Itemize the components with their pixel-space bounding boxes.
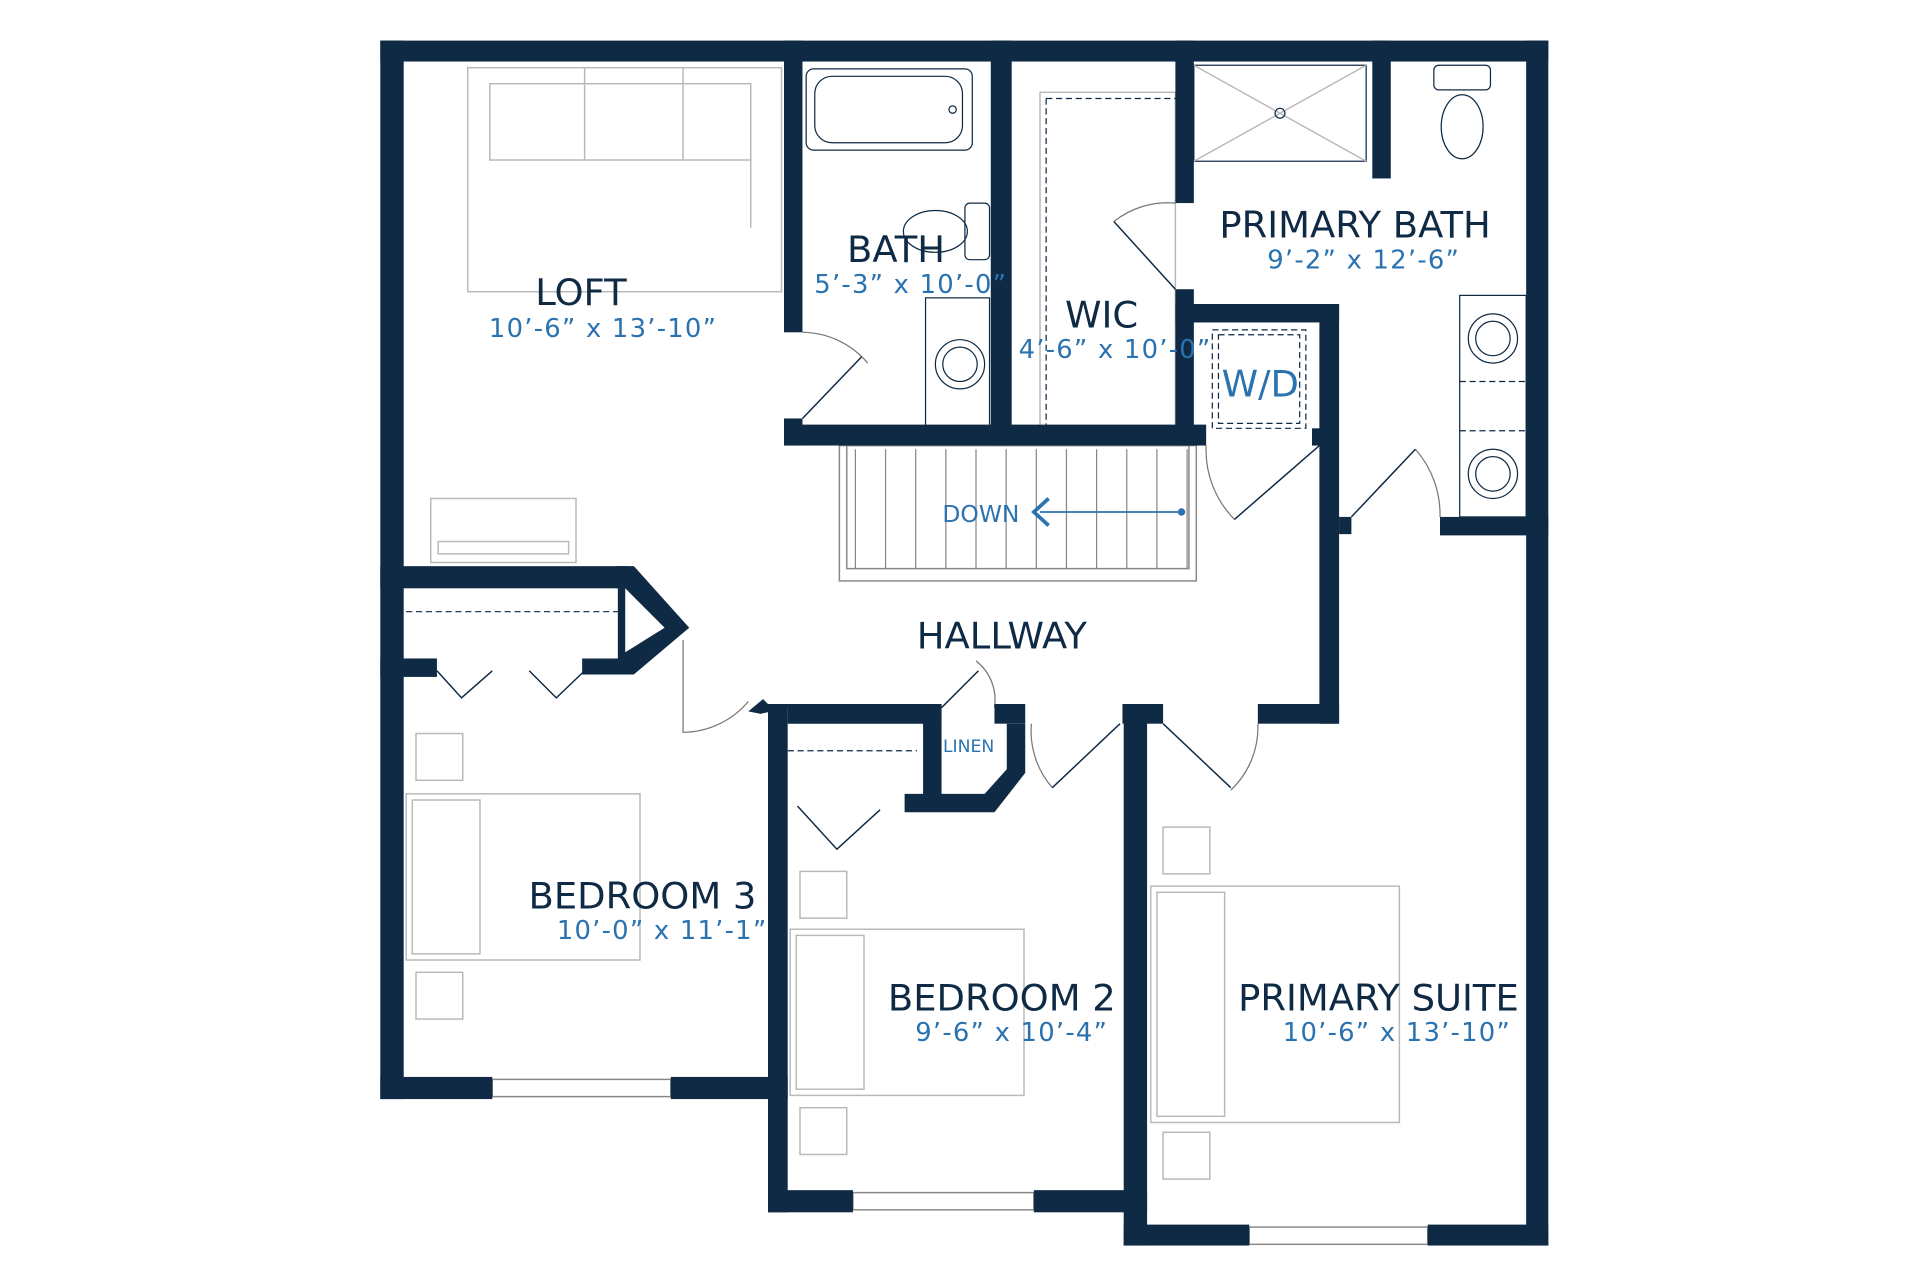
primary-suite-name: PRIMARY SUITE [1238,976,1519,1019]
hallway-name: HALLWAY [917,615,1088,658]
bedroom2-name: BEDROOM 2 [888,976,1116,1019]
wd-label: W/D [1222,362,1299,405]
bedroom3-size: 10’-0” x 11’-1” [557,916,768,946]
closet-rods [406,611,917,752]
bedroom2-bed [789,870,1025,1156]
loft-sectional-sofa [466,66,783,293]
stairs-down-label: DOWN [942,500,1019,528]
bathtub-icon [805,68,973,151]
wic-size: 4’-6” x 10’-0” [1019,335,1212,365]
bedroom3-name: BEDROOM 3 [529,874,757,917]
bedroom3-bed [405,732,641,1020]
double-vanity-icon [1459,294,1527,518]
primary-suite-size: 10’-6” x 13’-10” [1283,1018,1511,1048]
bedroom2-size: 9’-6” x 10’-4” [915,1018,1108,1048]
wic-name: WIC [1065,293,1138,336]
doors [436,202,1441,851]
stairs-down-arrow [1031,497,1186,527]
primary-suite-bed [1150,826,1401,1180]
shower-icon [1193,64,1367,162]
loft-console-table [430,497,577,564]
windows [491,1078,1429,1246]
primary-toilet-icon [1433,64,1492,160]
linen-label: LINEN [943,737,994,757]
walls [380,40,1549,1246]
toilet-icon [902,202,991,261]
primary-bath-size: 9’-2” x 12’-6” [1267,245,1460,275]
wic-shelving [1039,91,1177,428]
washer-dryer-icon [1211,329,1307,429]
bath-vanity-sink-icon [924,297,991,427]
bath-name: BATH [847,228,945,271]
loft-name: LOFT [535,271,627,314]
bath-size: 5’-3” x 10’-0” [814,270,1007,300]
primary-bath-name: PRIMARY BATH [1219,204,1490,247]
loft-size: 10’-6” x 13’-10” [489,314,717,344]
